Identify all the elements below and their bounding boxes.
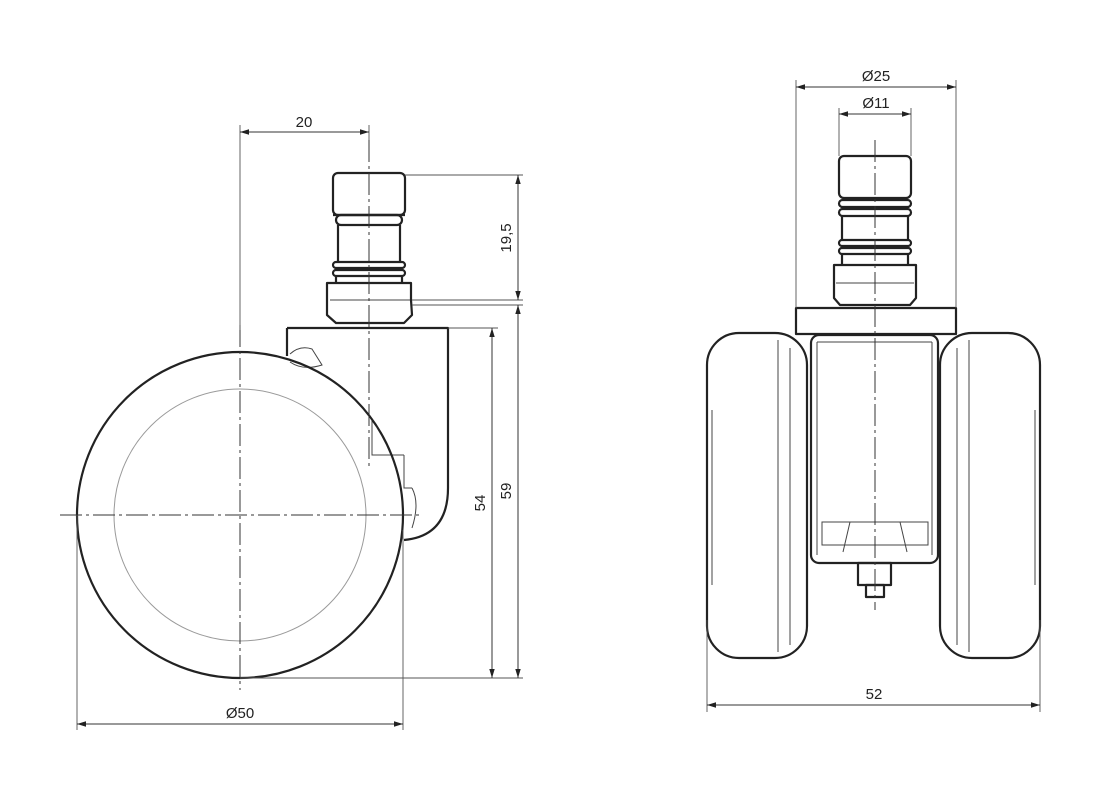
dimension-offset-width: 20 — [239, 114, 370, 330]
dimension-overall-height: 59 — [412, 304, 523, 679]
dimension-overall-width: 52 — [706, 620, 1041, 712]
dimension-wheel-diameter: Ø50 — [76, 515, 404, 730]
dimension-stem-inner-diameter-label: Ø11 — [862, 95, 889, 112]
dimension-stem-height: 19,5 — [405, 174, 523, 301]
dimension-stem-outer-diameter-label: Ø25 — [862, 68, 890, 85]
side-view: 20 19,5 54 59 Ø50 — [60, 114, 523, 730]
front-top-plate — [794, 306, 958, 336]
front-wheel-right — [938, 331, 1042, 660]
dimension-stem-height-label: 19,5 — [498, 223, 515, 252]
front-view: Ø25 Ø11 52 — [705, 68, 1042, 712]
dimension-wheel-diameter-label: Ø50 — [226, 705, 254, 722]
dimension-overall-height-label: 59 — [498, 483, 515, 500]
dimension-stem-outer-diameter: Ø25 — [795, 68, 957, 308]
side-centerlines — [60, 140, 420, 690]
dimension-wheel-height-label: 54 — [472, 495, 489, 512]
dimension-wheel-height: 54 — [240, 327, 498, 679]
dimension-stem-inner-diameter: Ø11 — [838, 95, 912, 156]
side-fork-housing — [285, 326, 450, 542]
dimension-offset-width-label: 20 — [296, 114, 313, 131]
front-wheel-left — [705, 331, 809, 660]
dimension-overall-width-label: 52 — [866, 686, 883, 703]
